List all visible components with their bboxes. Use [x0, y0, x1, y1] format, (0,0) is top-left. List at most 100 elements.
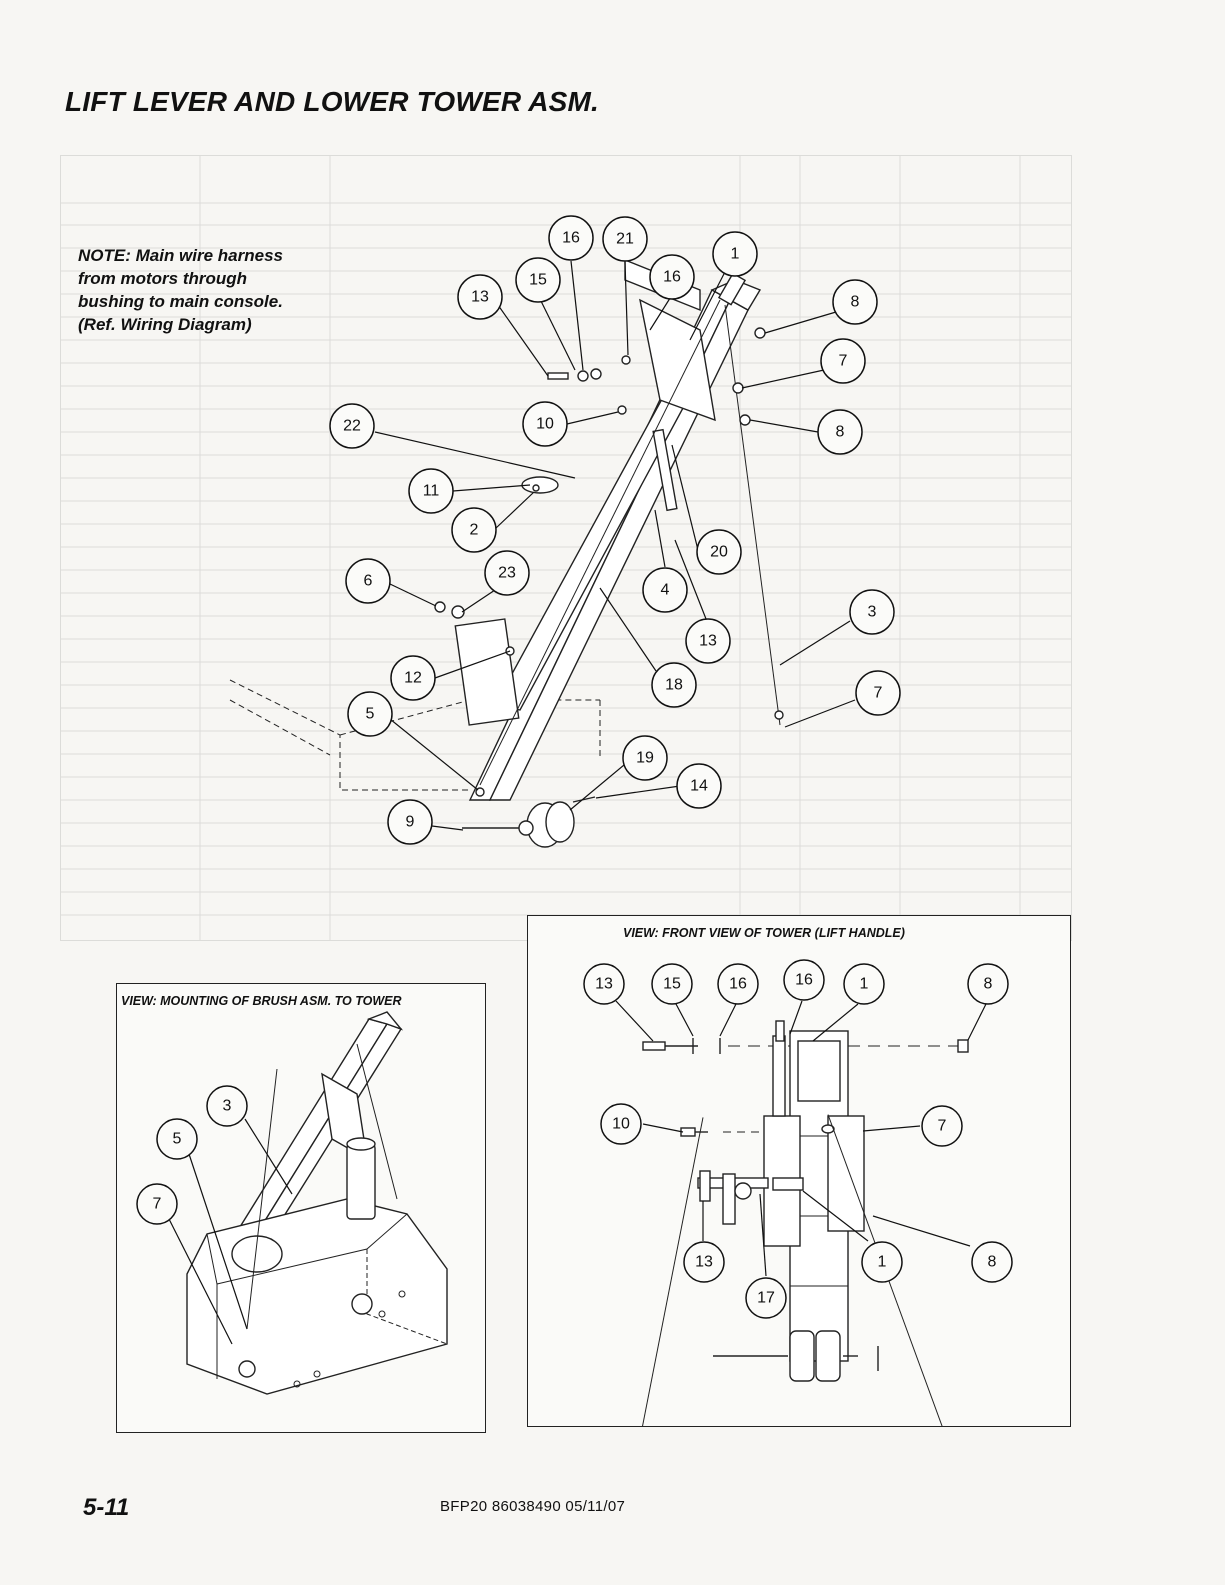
callout-17: 17: [745, 1277, 787, 1319]
callout-3: 3: [206, 1085, 248, 1127]
view-mounting-drawing: 3 5 7: [136, 1011, 448, 1395]
callout-13: 13: [683, 1241, 725, 1283]
callout-2: 2: [451, 507, 497, 553]
callout-3: 3: [849, 589, 895, 635]
svg-text:14: 14: [690, 778, 708, 795]
callout-18: 18: [651, 662, 697, 708]
callout-20: 20: [696, 529, 742, 575]
svg-text:1: 1: [878, 1254, 887, 1271]
wiring-note: NOTE: Main wire harness from motors thro…: [78, 244, 338, 336]
svg-text:13: 13: [595, 976, 613, 993]
callout-16: 16: [783, 959, 825, 1001]
callout-13: 13: [583, 963, 625, 1005]
callout-13: 13: [457, 274, 503, 320]
callout-6: 6: [345, 558, 391, 604]
note-line: from motors through: [78, 269, 248, 288]
page-title: LIFT LEVER AND LOWER TOWER ASM.: [65, 86, 600, 117]
callout-8: 8: [832, 279, 878, 325]
note-line: (Ref. Wiring Diagram): [78, 315, 252, 334]
svg-text:7: 7: [839, 353, 848, 370]
svg-text:4: 4: [661, 582, 670, 599]
callout-11: 11: [408, 468, 454, 514]
callout-23: 23: [484, 550, 530, 596]
callout-8: 8: [971, 1241, 1013, 1283]
svg-text:13: 13: [695, 1254, 713, 1271]
callout-15: 15: [515, 257, 561, 303]
svg-text:5: 5: [173, 1131, 182, 1148]
svg-text:16: 16: [729, 976, 747, 993]
callout-9: 9: [387, 799, 433, 845]
document-code: BFP20 86038490 05/11/07: [440, 1498, 626, 1515]
leader-lines: [374, 260, 856, 831]
callout-7: 7: [855, 670, 901, 716]
svg-text:7: 7: [153, 1196, 162, 1213]
mount-plate: [454, 618, 520, 726]
svg-text:22: 22: [343, 418, 361, 435]
svg-text:13: 13: [471, 289, 489, 306]
svg-text:8: 8: [988, 1254, 997, 1271]
svg-text:10: 10: [612, 1116, 630, 1133]
callout-19: 19: [622, 735, 668, 781]
svg-text:1: 1: [860, 976, 869, 993]
callout-7: 7: [136, 1183, 178, 1225]
view-mounting-label: VIEW: MOUNTING OF BRUSH ASM. TO TOWER: [121, 994, 402, 1008]
bleed-through-table: [60, 155, 1072, 941]
callout-16: 16: [649, 254, 695, 300]
page-number: 5-11: [83, 1494, 130, 1521]
svg-text:6: 6: [364, 573, 373, 590]
callout-13: 13: [685, 618, 731, 664]
svg-text:13: 13: [699, 633, 717, 650]
callout-12: 12: [390, 655, 436, 701]
svg-text:8: 8: [984, 976, 993, 993]
svg-text:16: 16: [663, 269, 681, 286]
lift-cables: [479, 299, 781, 786]
view-mounting-panel: VIEW: MOUNTING OF BRUSH ASM. TO TOWER 3 …: [116, 983, 486, 1433]
svg-text:12: 12: [404, 670, 422, 687]
callout-5: 5: [347, 691, 393, 737]
callout-8: 8: [967, 963, 1009, 1005]
svg-text:18: 18: [665, 677, 683, 694]
callout-16: 16: [548, 215, 594, 261]
callout-5: 5: [156, 1118, 198, 1160]
svg-text:9: 9: [406, 814, 415, 831]
view-front-drawing: 13 15 16 16 1 8 10 7 13 1 8 17: [583, 959, 1013, 1426]
callout-8: 8: [817, 409, 863, 455]
svg-text:3: 3: [223, 1098, 232, 1115]
note-line: bushing to main console.: [78, 292, 283, 311]
svg-text:7: 7: [874, 685, 883, 702]
view-front-panel: VIEW: FRONT VIEW OF TOWER (LIFT HANDLE): [527, 915, 1071, 1427]
svg-text:17: 17: [757, 1290, 775, 1307]
svg-text:3: 3: [868, 604, 877, 621]
svg-text:1: 1: [731, 246, 740, 263]
svg-text:5: 5: [366, 706, 375, 723]
svg-text:19: 19: [636, 750, 654, 767]
svg-text:7: 7: [938, 1118, 947, 1135]
view-front-label: VIEW: FRONT VIEW OF TOWER (LIFT HANDLE): [623, 926, 905, 940]
callout-16: 16: [717, 963, 759, 1005]
svg-text:21: 21: [616, 231, 634, 248]
callout-4: 4: [642, 567, 688, 613]
callout-14: 14: [676, 763, 722, 809]
svg-text:11: 11: [423, 483, 440, 500]
callout-21: 21: [602, 216, 648, 262]
svg-text:10: 10: [536, 416, 554, 433]
callout-7: 7: [921, 1105, 963, 1147]
svg-text:8: 8: [836, 424, 845, 441]
svg-text:16: 16: [562, 230, 580, 247]
callout-1: 1: [861, 1241, 903, 1283]
svg-text:2: 2: [470, 522, 479, 539]
callout-7: 7: [820, 338, 866, 384]
callout-10: 10: [522, 401, 568, 447]
svg-text:15: 15: [529, 272, 547, 289]
svg-text:8: 8: [851, 294, 860, 311]
svg-text:20: 20: [710, 544, 728, 561]
svg-text:16: 16: [795, 972, 813, 989]
callout-22: 22: [329, 403, 375, 449]
wheel-axle: [462, 801, 575, 848]
svg-text:23: 23: [498, 565, 516, 582]
callout-1: 1: [712, 231, 758, 277]
svg-text:15: 15: [663, 976, 681, 993]
callout-1: 1: [843, 963, 885, 1005]
note-line: NOTE: Main wire harness: [78, 246, 283, 265]
